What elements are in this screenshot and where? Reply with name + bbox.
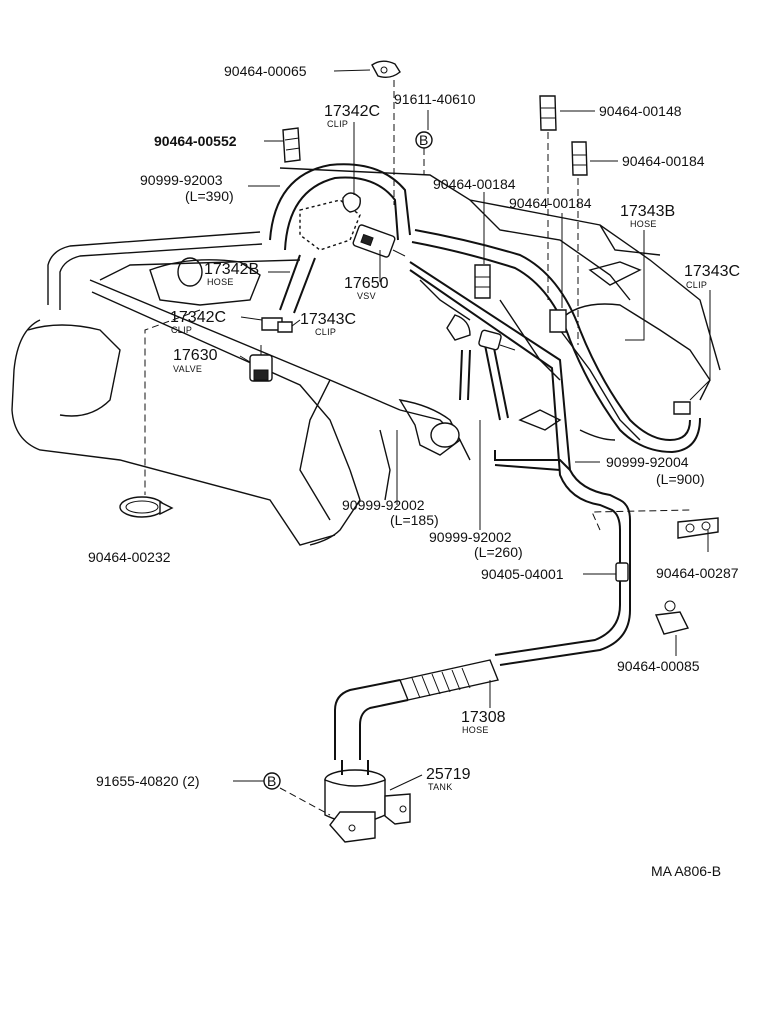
label-90464-00287: 90464-00287 bbox=[656, 565, 739, 581]
label-90464-00184-a: 90464-00184 bbox=[433, 176, 516, 192]
label-17343C-mid: 17343C bbox=[300, 311, 356, 328]
clip-90464-00552-icon bbox=[282, 127, 301, 163]
label-90464-00065: 90464-00065 bbox=[224, 63, 307, 79]
label-90405-04001: 90405-04001 bbox=[481, 566, 564, 582]
clip-90464-00287-icon bbox=[677, 517, 719, 539]
label-L390: (L=390) bbox=[185, 188, 234, 204]
dashed-reference-lines bbox=[144, 80, 691, 816]
clip-90464-00065-icon bbox=[371, 60, 401, 79]
label-25719: 25719 bbox=[426, 766, 471, 783]
corrugated-hose-17308 bbox=[399, 659, 499, 701]
label-90999-92004: 90999-92004 bbox=[606, 454, 689, 470]
clip-17342C-top-icon bbox=[342, 192, 361, 213]
label-L185: (L=185) bbox=[390, 512, 439, 528]
valve-17630-icon bbox=[249, 345, 273, 382]
clip-90464-00085-icon bbox=[654, 600, 690, 635]
label-90464-00184-c: 90464-00184 bbox=[622, 153, 705, 169]
label-clip-mid: CLIP bbox=[171, 325, 192, 335]
label-90999-92002-b: 90999-92002 bbox=[429, 529, 512, 545]
leader-lines bbox=[233, 69, 711, 791]
part-labels: 90464-00065 17342C CLIP 91611-40610 B 90… bbox=[88, 63, 740, 879]
connector-90405-04001-icon bbox=[615, 562, 629, 582]
label-90464-00232: 90464-00232 bbox=[88, 549, 171, 565]
clip-17343C-right-icon bbox=[673, 401, 691, 415]
label-90464-00085: 90464-00085 bbox=[617, 658, 700, 674]
label-17342C-top: 17342C bbox=[324, 103, 380, 120]
label-91611-40610: 91611-40610 bbox=[394, 91, 476, 107]
engine-body-drawing bbox=[11, 167, 721, 546]
label-hose-17343B: HOSE bbox=[630, 219, 657, 229]
label-vsv: VSV bbox=[357, 291, 376, 301]
label-B-bottom: B bbox=[267, 773, 276, 789]
parts bbox=[119, 60, 719, 843]
clip-90464-00148-icon bbox=[539, 95, 557, 131]
label-clip-top: CLIP bbox=[327, 119, 348, 129]
label-B-top: B bbox=[419, 132, 428, 148]
label-hose-17308: HOSE bbox=[462, 725, 489, 735]
label-17343C-right: 17343C bbox=[684, 263, 740, 280]
drawing-code: MA A806-B bbox=[651, 863, 721, 879]
label-17342C-mid: 17342C bbox=[170, 309, 226, 326]
clip-17343C-mid-icon bbox=[277, 321, 293, 333]
sensor-near-valve-icon bbox=[478, 329, 516, 351]
label-90999-92003: 90999-92003 bbox=[140, 172, 223, 188]
label-clip-mid2: CLIP bbox=[315, 327, 336, 337]
label-91655-40820: 91655-40820 (2) bbox=[96, 773, 200, 789]
label-17308: 17308 bbox=[461, 709, 506, 726]
label-90464-00184-b: 90464-00184 bbox=[509, 195, 592, 211]
clip-90464-00184-b-icon bbox=[549, 309, 567, 333]
canister-25719-icon bbox=[324, 760, 411, 843]
label-L260: (L=260) bbox=[474, 544, 523, 560]
clip-90464-00184-c-icon bbox=[571, 141, 588, 176]
label-90999-92002-a: 90999-92002 bbox=[342, 497, 425, 513]
label-valve: VALVE bbox=[173, 364, 202, 374]
vsv-17650-icon bbox=[352, 224, 406, 258]
label-17342B: 17342B bbox=[204, 261, 259, 278]
label-90464-00148: 90464-00148 bbox=[599, 103, 682, 119]
label-hose-17342B: HOSE bbox=[207, 277, 234, 287]
label-tank: TANK bbox=[428, 782, 453, 792]
label-L900: (L=900) bbox=[656, 471, 705, 487]
label-17650: 17650 bbox=[344, 275, 389, 292]
hose-lines bbox=[269, 163, 701, 760]
label-clip-right: CLIP bbox=[686, 280, 707, 290]
clamp-90464-00232-icon bbox=[119, 496, 174, 518]
label-17343B: 17343B bbox=[620, 203, 675, 220]
label-90464-00552: 90464-00552 bbox=[154, 133, 237, 149]
clip-90464-00184-a-icon bbox=[474, 264, 491, 299]
label-17630: 17630 bbox=[173, 347, 218, 364]
